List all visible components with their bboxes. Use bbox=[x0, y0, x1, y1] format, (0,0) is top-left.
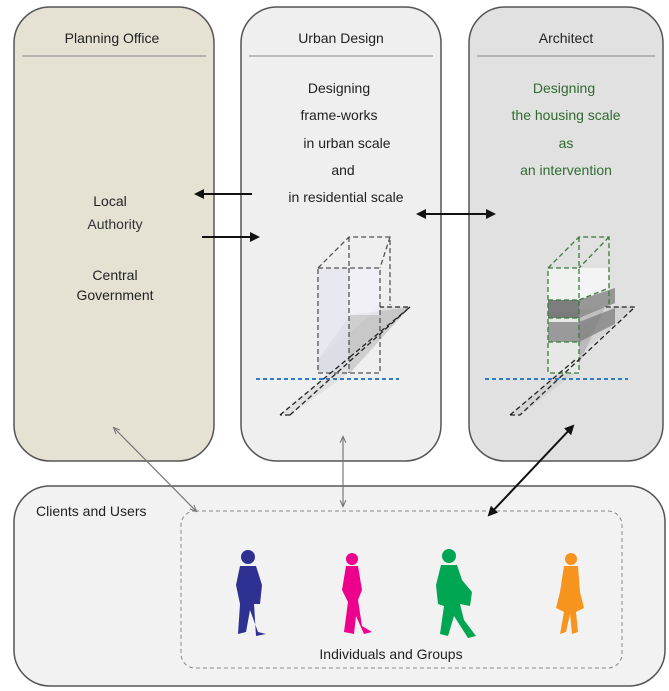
architect-line-3: as bbox=[559, 135, 574, 151]
urban-line-5: in residential scale bbox=[288, 189, 403, 205]
architect-title: Architect bbox=[539, 30, 594, 46]
urban-line-3: in urban scale bbox=[303, 135, 390, 151]
architect-block-outline bbox=[547, 236, 610, 374]
urban-block-front bbox=[318, 268, 349, 373]
urban-design-panel: Urban Design Designing frame-works in ur… bbox=[240, 6, 442, 462]
urban-design-title: Urban Design bbox=[298, 30, 384, 46]
architect-box bbox=[468, 6, 664, 462]
planning-office-title: Planning Office bbox=[65, 30, 160, 46]
urban-plot-outline bbox=[279, 306, 412, 416]
urban-block-side bbox=[349, 268, 380, 315]
individuals-group-label: Individuals and Groups bbox=[319, 646, 462, 662]
urban-line-1: Designing bbox=[308, 80, 370, 96]
arrow-clients-planning bbox=[114, 428, 196, 511]
planning-office-panel: Planning Office Local Authority Central … bbox=[13, 6, 215, 462]
standing-woman-figure bbox=[556, 553, 584, 634]
individuals-group-box bbox=[180, 510, 623, 669]
urban-design-box bbox=[240, 6, 442, 462]
arrow-clients-architect bbox=[487, 424, 575, 517]
planning-line-local: Local bbox=[93, 193, 126, 209]
architect-line-2: the housing scale bbox=[512, 107, 621, 123]
planning-line-central: Central bbox=[92, 267, 137, 283]
walking-man-figure bbox=[236, 550, 266, 636]
urban-line-2: frame-works bbox=[300, 107, 377, 123]
architect-massing-model bbox=[485, 236, 637, 416]
architect-panel: Architect Designing the housing scale as… bbox=[468, 6, 664, 462]
urban-massing-model bbox=[256, 236, 412, 416]
clients-title: Clients and Users bbox=[36, 503, 147, 519]
man-with-bag-figure bbox=[436, 549, 476, 638]
walking-woman-figure bbox=[342, 553, 372, 634]
clients-panel: Clients and Users Individuals and Groups bbox=[13, 485, 666, 687]
planning-line-government: Government bbox=[76, 287, 153, 303]
planning-line-authority: Authority bbox=[87, 216, 142, 232]
architect-plot-outline bbox=[509, 306, 637, 416]
architect-floor-side bbox=[579, 288, 615, 318]
architect-line-4: an intervention bbox=[520, 162, 612, 178]
clients-box bbox=[13, 485, 666, 687]
urban-line-4: and bbox=[331, 162, 354, 178]
architect-block-front bbox=[548, 268, 579, 373]
architect-line-1: Designing bbox=[533, 80, 595, 96]
planning-office-box bbox=[13, 6, 215, 462]
architect-floor-dark-2 bbox=[548, 308, 615, 342]
urban-block-outline bbox=[317, 236, 391, 374]
